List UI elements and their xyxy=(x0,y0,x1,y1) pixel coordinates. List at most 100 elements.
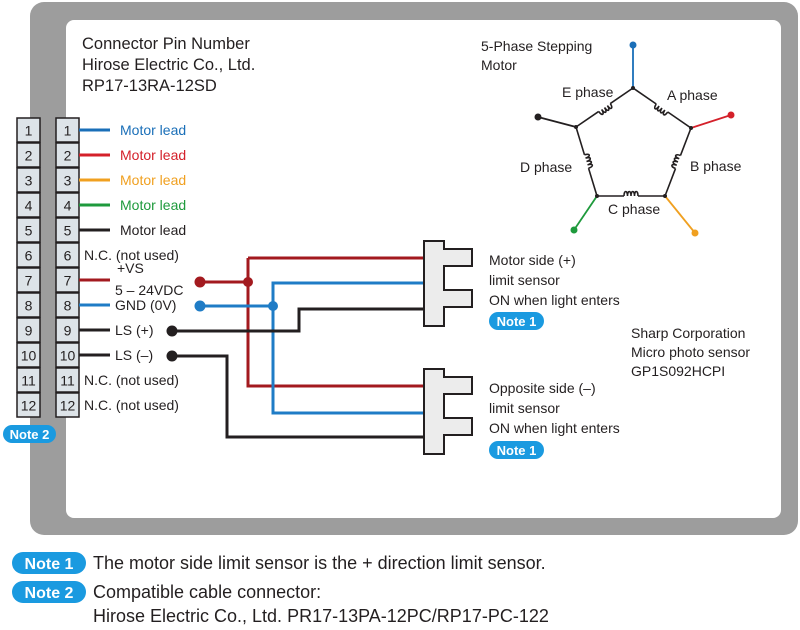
motor-title-line-2: Motor xyxy=(481,57,517,73)
pin-cable-number-5: 5 xyxy=(25,223,33,239)
pin-8-label: GND (0V) xyxy=(115,297,176,313)
sensor-minus-line-3: ON when light enters xyxy=(489,420,620,436)
phase-a-coil-icon xyxy=(653,103,669,116)
pin-connector-number-5: 5 xyxy=(64,223,72,239)
pin-connector-box-6 xyxy=(55,242,80,268)
pin-cable-number-3: 3 xyxy=(25,173,33,189)
footnote-1-text: The motor side limit sensor is the + dir… xyxy=(93,553,546,573)
maker-line-3: GP1S092HCPI xyxy=(631,363,725,379)
phase-e-label: E phase xyxy=(562,84,614,100)
pin-cable-box-5 xyxy=(16,217,41,243)
motor-node xyxy=(574,125,578,129)
maker-line-2: Micro photo sensor xyxy=(631,344,750,360)
pin-1-label: Motor lead xyxy=(120,122,186,138)
sensor-minus-note-badge: Note 1 xyxy=(489,441,544,459)
phase-b-wire-b xyxy=(664,168,677,197)
pin-cable-number-11: 11 xyxy=(21,373,36,389)
phase-d-coil-icon xyxy=(584,153,594,169)
motor-lead-red-terminal xyxy=(727,111,735,119)
pin-cable-box-4 xyxy=(16,192,41,218)
motor-lead-orange xyxy=(664,195,696,234)
pin-connector-number-10: 10 xyxy=(60,348,76,364)
pin-cable-box-9 xyxy=(16,317,41,343)
motor-lead-red xyxy=(690,114,732,129)
phase-a-wire-b xyxy=(667,111,692,129)
pin-cable-number-9: 9 xyxy=(25,323,33,339)
pin-cable-box-10 xyxy=(16,342,41,368)
pin-4-label: Motor lead xyxy=(120,197,186,213)
pin-cable-number-6: 6 xyxy=(25,248,33,264)
motor-node xyxy=(689,126,693,130)
sensor-plus-body xyxy=(423,240,473,327)
note-2-badge-pins: Note 2 xyxy=(3,425,56,443)
pin-cable-number-1: 1 xyxy=(25,123,33,139)
phase-c-label: C phase xyxy=(608,201,660,217)
footnote-2: Note 2 Compatible cable connector: Hiros… xyxy=(12,581,549,626)
pin-2-label: Motor lead xyxy=(120,147,186,163)
pin-cable-box-2 xyxy=(16,142,41,168)
pin-cable-box-12 xyxy=(16,392,41,418)
motor-node xyxy=(631,86,635,90)
pin-7-label-vs: +VS xyxy=(117,260,144,276)
sensor-minus-label: Opposite side (–) limit sensor ON when l… xyxy=(489,380,620,459)
vs-junction-dot xyxy=(243,277,253,287)
pin-9-label: LS (+) xyxy=(115,322,154,338)
connector-header: Connector Pin Number Hirose Electric Co.… xyxy=(82,35,255,95)
phase-d-label: D phase xyxy=(520,159,572,175)
svg-text:Note 1: Note 1 xyxy=(25,556,74,573)
sensor-plus-note-badge: Note 1 xyxy=(489,312,544,330)
footnote-1-badge: Note 1 xyxy=(12,552,86,574)
sensor-plus-line-3: ON when light enters xyxy=(489,292,620,308)
pin-connector-box-11 xyxy=(55,367,80,393)
sensor-plus-line-2: limit sensor xyxy=(489,272,560,288)
phase-d-wire-a xyxy=(587,167,598,197)
pin-connector-number-9: 9 xyxy=(64,323,72,339)
phase-e-coil-icon xyxy=(598,103,613,116)
sensor-plus-line-1: Motor side (+) xyxy=(489,252,576,268)
motor-lead-green xyxy=(573,195,598,231)
pin-cable-box-11 xyxy=(16,367,41,393)
motor-lead-blue-terminal xyxy=(629,41,637,49)
pin-connector-number-6: 6 xyxy=(64,248,72,264)
phase-c-coil-icon xyxy=(623,190,639,197)
footnote-2-text-line-2: Hirose Electric Co., Ltd. PR17-13PA-12PC… xyxy=(93,606,549,626)
wire-gnd-sensor-minus xyxy=(271,306,424,415)
pin-6-label: N.C. (not used) xyxy=(84,247,179,263)
pin-cable-box-7 xyxy=(16,267,41,293)
pin-11-label: N.C. (not used) xyxy=(84,372,179,388)
pin-cable-box-1 xyxy=(16,117,41,143)
header-line-3: RP17-13RA-12SD xyxy=(82,77,217,95)
phase-b-wire-a xyxy=(679,127,692,156)
maker-line-1: Sharp Corporation xyxy=(631,325,745,341)
pin-cable-number-2: 2 xyxy=(25,148,33,164)
sensor-minus-line-1: Opposite side (–) xyxy=(489,380,596,396)
phase-a-wire-a xyxy=(632,87,657,105)
pin-cable-number-12: 12 xyxy=(21,398,37,414)
sensor-minus-body xyxy=(423,368,473,455)
ls-minus-terminal-dot xyxy=(166,350,178,362)
pin-10-label: LS (–) xyxy=(115,347,153,363)
pin-spacer xyxy=(40,110,56,430)
phase-e-wire-a xyxy=(575,110,600,128)
motor-schematic: 5-Phase Stepping Motor A phase B phase C… xyxy=(481,38,742,237)
motor-windings xyxy=(534,41,735,237)
footnote-2-badge: Note 2 xyxy=(12,581,86,603)
phase-d-wire-b xyxy=(575,126,586,156)
motor-lead-black xyxy=(537,116,577,128)
sensor-maker-label: Sharp Corporation Micro photo sensor GP1… xyxy=(631,325,750,379)
ls-plus-terminal-dot xyxy=(166,325,178,337)
pin-connector-number-2: 2 xyxy=(64,148,72,164)
phase-b-coil-icon xyxy=(671,153,681,170)
pin-cable-box-8 xyxy=(16,292,41,318)
svg-text:Note 1: Note 1 xyxy=(497,314,537,329)
sensor-plus-label: Motor side (+) limit sensor ON when ligh… xyxy=(489,252,620,330)
pin-connector-number-12: 12 xyxy=(60,398,76,414)
svg-text:Note 1: Note 1 xyxy=(497,443,537,458)
pin-cable-number-10: 10 xyxy=(21,348,37,364)
pin-cable-number-7: 7 xyxy=(25,273,33,289)
wire-gnd-sensor-plus xyxy=(271,281,424,306)
vs-terminal-dot xyxy=(194,276,206,288)
